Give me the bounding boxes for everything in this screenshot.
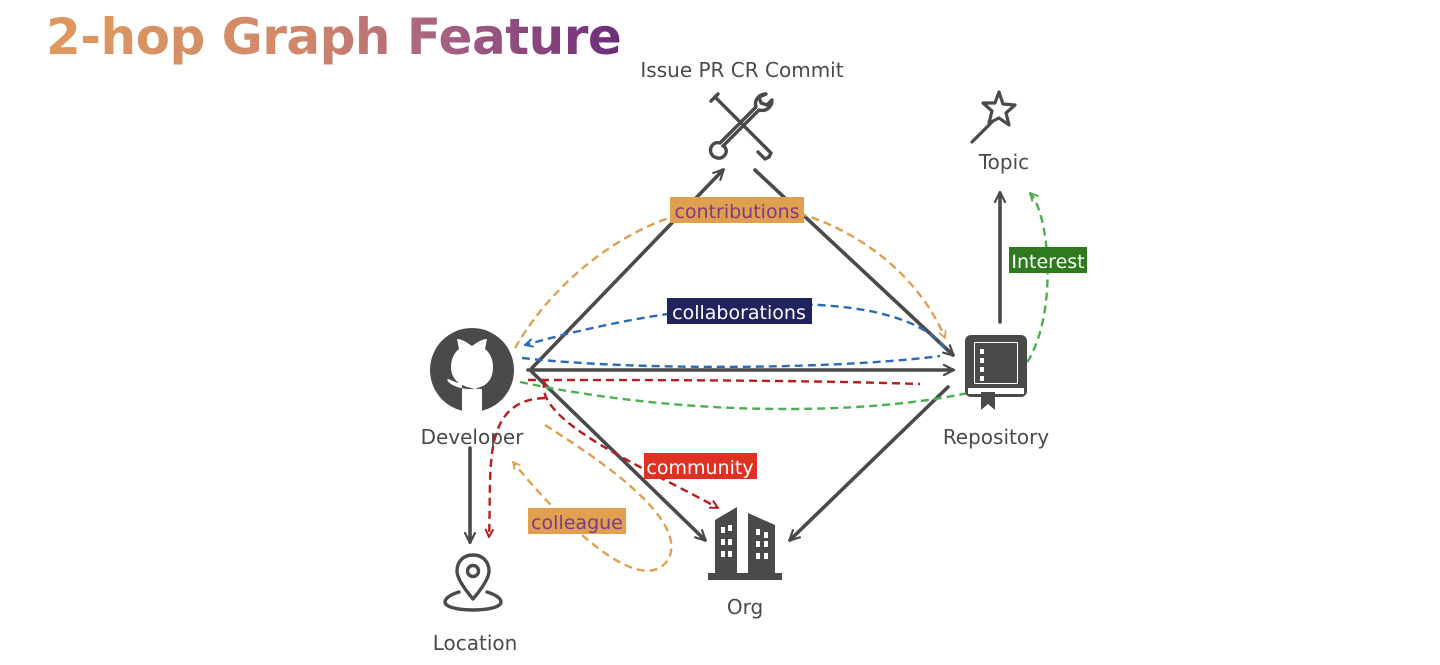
community-curve-org [542, 379, 718, 508]
community-curve-location [489, 396, 546, 537]
interest-label: Interest [1011, 251, 1084, 273]
label-badge-community: community [644, 453, 757, 479]
label-badge-collaborations: collaborations [667, 298, 812, 324]
contributions-curve [513, 203, 945, 349]
node-label-developer: Developer [421, 425, 525, 449]
colleague-label: colleague [531, 512, 623, 534]
github-icon [430, 328, 514, 412]
solid-edges [470, 170, 1000, 542]
node-label-repository: Repository [943, 425, 1050, 449]
label-badge-contributions: contributions [670, 197, 804, 223]
collaborations-label: collaborations [672, 302, 806, 324]
community-badge-bg [644, 453, 757, 479]
tools-icon [708, 92, 774, 161]
interest-badge-bg [1009, 247, 1087, 273]
label-badge-colleague: colleague [528, 508, 626, 534]
node-label-org: Org [727, 595, 763, 619]
contributions-label: contributions [674, 201, 799, 223]
node-label-topic: Topic [978, 150, 1029, 174]
location-pin-icon [443, 553, 503, 612]
repository-book-icon [965, 335, 1027, 410]
edge-repository-to-org [790, 385, 950, 542]
building-icon [708, 507, 782, 580]
edge-developer-to-org [530, 370, 705, 542]
collaborations-badge-bg [667, 298, 812, 324]
colleague-curve [513, 423, 673, 572]
community-label: community [646, 457, 753, 479]
page-title: 2-hop Graph Feature [46, 8, 622, 66]
community-curve-developer [527, 378, 921, 386]
interest-curve [519, 193, 1049, 411]
magic-wand-icon [970, 90, 1017, 144]
contributions-badge-bg [670, 197, 804, 223]
colleague-badge-bg [528, 508, 626, 534]
node-label-location: Location [433, 631, 518, 655]
node-label-contribution: Issue PR CR Commit [640, 58, 843, 82]
relation-curves [489, 193, 1049, 572]
collaborations-curve-out [521, 354, 941, 369]
label-badge-interest: Interest [1009, 247, 1087, 273]
collaborations-curve-in [525, 302, 946, 349]
